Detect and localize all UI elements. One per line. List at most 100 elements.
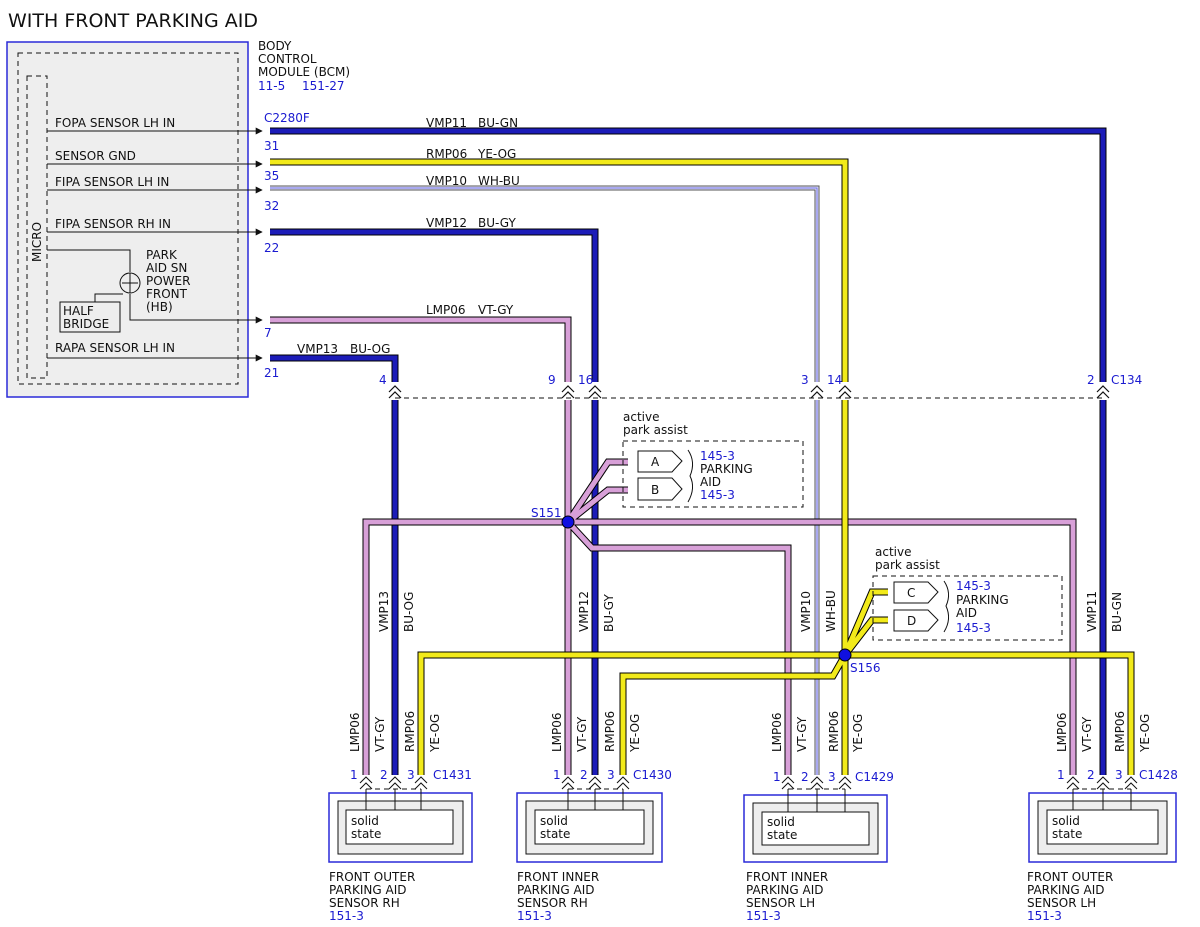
s3-solid: solid (767, 815, 795, 829)
park-assist-2-desc-2: AID (956, 606, 977, 620)
pin-7: 7 (264, 326, 272, 340)
splice-s151 (561, 515, 575, 529)
s4-pin-2: 2 (1087, 768, 1095, 782)
input-label-fipa-rh: FIPA SENSOR RH IN (55, 217, 171, 231)
diagram-title: WITH FRONT PARKING AID (8, 10, 258, 32)
power-label-4: FRONT (146, 287, 188, 301)
park-assist-1-desc-1: PARKING (700, 462, 753, 476)
pin-22: 22 (264, 241, 279, 255)
s2-ref: 151-3 (517, 909, 552, 923)
vlabel-bu-og: BU-OG (402, 592, 416, 632)
vlabel-wh-bu: WH-BU (824, 590, 838, 632)
park-assist-2-label-2: park assist (875, 558, 940, 572)
half-bridge-box (59, 301, 121, 333)
s4-solid: solid (1052, 814, 1080, 828)
park-assist-box-1 (622, 440, 804, 508)
s2-lmp06: LMP06 (550, 712, 564, 752)
s3-name-1: FRONT INNER (746, 870, 828, 884)
pin-31: 31 (264, 139, 279, 153)
s4-name-1: FRONT OUTER (1027, 870, 1113, 884)
vlabel-vmp11: VMP11 (1085, 591, 1099, 632)
s2-rmp06: RMP06 (603, 711, 617, 752)
pin-35: 35 (264, 169, 279, 183)
vlabel-vmp10: VMP10 (799, 591, 813, 632)
s1-lmp06: LMP06 (348, 712, 362, 752)
s1-vt-gy: VT-GY (373, 716, 387, 752)
s3-pin-2: 2 (801, 770, 809, 784)
s4-vt-gy: VT-GY (1080, 716, 1094, 752)
s3-pin-1: 1 (773, 770, 781, 784)
pin-c-label: C (907, 586, 915, 600)
s2-name-2: PARKING AID (517, 883, 595, 897)
s2-name-1: FRONT INNER (517, 870, 599, 884)
wire-label-vmp12: VMP12 (426, 216, 467, 230)
vlabel-vmp12: VMP12 (577, 591, 591, 632)
s2-state: state (540, 827, 570, 841)
pin-32: 32 (264, 199, 279, 213)
wire-color-vmp13: BU-OG (350, 342, 390, 356)
c134-label: C134 (1111, 373, 1142, 387)
park-assist-2-desc-1: PARKING (956, 593, 1009, 607)
park-assist-2-ref-top: 145-3 (956, 579, 991, 593)
park-assist-box-2 (872, 575, 1063, 641)
wire-label-rmp06: RMP06 (426, 147, 467, 161)
s2-solid: solid (540, 814, 568, 828)
s4-name-3: SENSOR LH (1027, 896, 1096, 910)
vlabel-bu-gn: BU-GN (1110, 592, 1124, 632)
park-assist-2-ref-bottom: 145-3 (956, 621, 991, 635)
c134-pin-16: 16 (578, 373, 593, 387)
s4-pin-1: 1 (1057, 768, 1065, 782)
power-label-1: PARK (146, 248, 178, 262)
input-label-fopa: FOPA SENSOR LH IN (55, 116, 175, 130)
s1-name-2: PARKING AID (329, 883, 407, 897)
c134-pin-3: 3 (801, 373, 809, 387)
brace-1 (687, 449, 694, 503)
power-label-2: AID SN (146, 261, 187, 275)
wire-color-vmp12: BU-GY (478, 216, 516, 230)
park-assist-1-ref-top: 145-3 (700, 449, 735, 463)
bcm-inner-box (17, 52, 239, 385)
s1-solid: solid (351, 814, 379, 828)
wire-color-vmp11: BU-GN (478, 116, 518, 130)
s4-lmp06: LMP06 (1055, 712, 1069, 752)
bcm-ref-2: 151-27 (302, 79, 345, 93)
s1-name-1: FRONT OUTER (329, 870, 415, 884)
s3-ye-og: YE-OG (851, 714, 865, 753)
s4-state: state (1052, 827, 1082, 841)
park-assist-1-desc-2: AID (700, 475, 721, 489)
s3-name-2: PARKING AID (746, 883, 824, 897)
s1-ref: 151-3 (329, 909, 364, 923)
s3-ref: 151-3 (746, 909, 781, 923)
park-assist-1-ref-bottom: 145-3 (700, 488, 735, 502)
half-bridge-label-2: BRIDGE (63, 317, 109, 331)
s3-rmp06: RMP06 (827, 711, 841, 752)
wire-color-vmp10: WH-BU (478, 174, 520, 188)
sensor-c1429: LMP06 VT-GY RMP06 YE-OG 1 2 3 C1429 soli… (743, 711, 894, 923)
s3-pin-3: 3 (828, 770, 836, 784)
input-label-fipa-lh: FIPA SENSOR LH IN (55, 175, 169, 189)
wire-label-lmp06: LMP06 (426, 303, 466, 317)
s1-pin-2: 2 (380, 768, 388, 782)
s1-ye-og: YE-OG (428, 714, 442, 753)
s2-vt-gy: VT-GY (575, 716, 589, 752)
s3-vt-gy: VT-GY (795, 716, 809, 752)
s1-connector: C1431 (433, 768, 472, 782)
bcm-name-1: BODY (258, 39, 292, 53)
connector-c2280f: C2280F (264, 111, 310, 125)
s4-ye-og: YE-OG (1138, 714, 1152, 753)
s1-state: state (351, 827, 381, 841)
pin-d-box (893, 609, 939, 632)
power-label-3: POWER (146, 274, 190, 288)
micro-box (26, 75, 48, 379)
s2-ye-og: YE-OG (628, 714, 642, 753)
splice-s156-label: S156 (850, 661, 881, 675)
c134-terminals (388, 385, 1110, 399)
park-assist-1-label-1: active (623, 410, 659, 424)
wire-label-vmp10: VMP10 (426, 174, 467, 188)
vlabel-bu-gy: BU-GY (602, 594, 616, 632)
s2-pin-1: 1 (553, 768, 561, 782)
vlabel-vmp13: VMP13 (377, 591, 391, 632)
wire-label-vmp11: VMP11 (426, 116, 467, 130)
pin-b-label: B (651, 483, 659, 497)
s2-pin-2: 2 (580, 768, 588, 782)
